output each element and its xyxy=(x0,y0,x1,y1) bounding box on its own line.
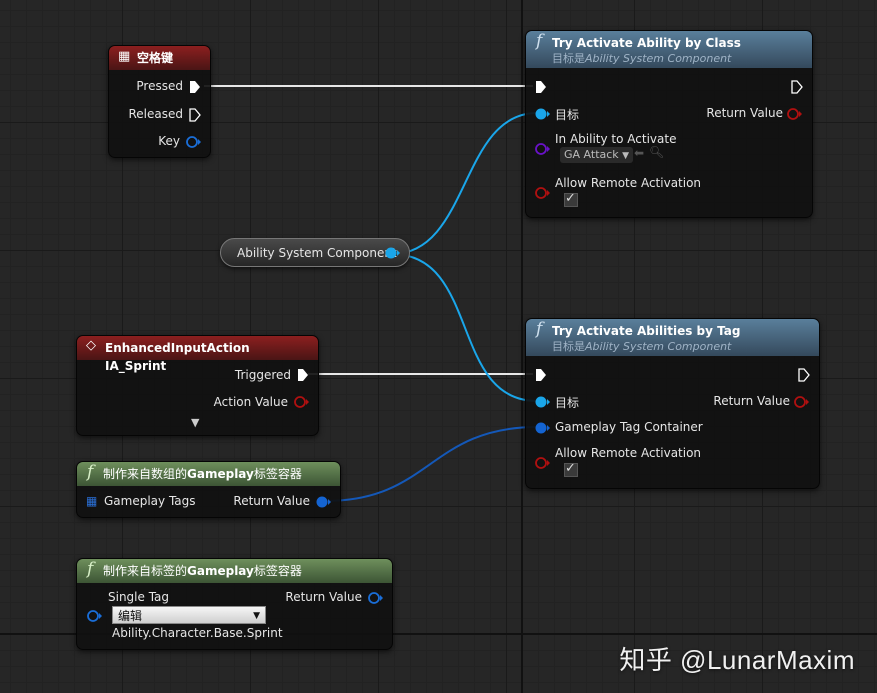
make-from-array-title-pre: 制作来自数组的 xyxy=(103,467,188,481)
ability-system-component-variable[interactable]: Ability System Component xyxy=(220,238,410,267)
tag-container-struct-pin[interactable] xyxy=(535,421,551,435)
enhanced-input-title: EnhancedInputAction IA_Sprint xyxy=(105,341,250,373)
browse-search-icon[interactable]: 🔍︎ xyxy=(649,145,665,159)
space-key-title: 空格键 xyxy=(137,51,174,65)
allow-remote-bool-pin[interactable] xyxy=(535,456,551,470)
object-wire-target-1 xyxy=(391,112,538,255)
target-label: 目标 xyxy=(555,108,580,122)
in-ability-label: In Ability to Activate xyxy=(555,132,677,146)
exec-out-pin[interactable] xyxy=(798,368,810,382)
make-tag-container-from-array-node[interactable]: f 制作来自数组的Gameplay标签容器 ▦ Gameplay Tags Re… xyxy=(76,461,341,518)
exec-in-pin[interactable] xyxy=(535,368,547,382)
space-key-header[interactable]: ▦ 空格键 xyxy=(109,46,210,70)
allow-remote-label: Allow Remote Activation xyxy=(555,176,702,190)
tag-container-label: Gameplay Tag Container xyxy=(555,420,703,434)
graph-origin-vertical xyxy=(521,0,523,693)
enhanced-input-action-node[interactable]: ◇ EnhancedInputAction IA_Sprint Triggere… xyxy=(76,335,319,436)
return-value-label: Return Value xyxy=(713,394,790,408)
single-tag-label: Single Tag xyxy=(108,590,170,604)
function-icon: f xyxy=(536,319,543,339)
enhanced-input-header[interactable]: ◇ EnhancedInputAction IA_Sprint xyxy=(77,336,318,373)
released-exec-pin[interactable] xyxy=(189,108,201,122)
function-icon: f xyxy=(87,462,94,482)
function-icon: f xyxy=(87,559,94,579)
make-from-tag-title-pre: 制作来自标签的 xyxy=(103,564,188,578)
asc-variable-label: Ability System Component xyxy=(237,246,397,260)
released-label: Released xyxy=(128,107,183,121)
return-value-label: Return Value xyxy=(233,494,310,508)
space-key-node[interactable]: ▦ 空格键 Pressed Released Key xyxy=(108,45,211,158)
function-icon: f xyxy=(536,31,543,51)
allow-remote-checkbox[interactable]: ✓ xyxy=(564,461,578,477)
action-value-label: Action Value xyxy=(213,395,288,409)
expand-chevron-icon[interactable]: ▼ xyxy=(191,416,200,429)
return-value-struct-pin[interactable] xyxy=(368,591,384,605)
checkmark-icon: ✓ xyxy=(565,461,576,476)
array-grid-icon[interactable]: ▦ xyxy=(86,494,98,508)
object-wire-target-2 xyxy=(391,253,538,402)
asc-object-pin[interactable] xyxy=(385,246,401,260)
ability-class-value: GA Attack xyxy=(564,148,619,161)
graph-origin-horizontal xyxy=(0,633,877,635)
pressed-exec-pin[interactable] xyxy=(189,80,201,94)
watermark: 知乎 @LunarMaxim xyxy=(619,645,855,675)
target-class: Ability System Component xyxy=(585,340,732,353)
triggered-exec-pin[interactable] xyxy=(297,368,309,382)
ability-class-dropdown[interactable]: GA Attack ▼ xyxy=(560,147,634,163)
chevron-down-icon: ▼ xyxy=(622,151,630,161)
try-activate-class-title: Try Activate Ability by Class xyxy=(552,36,741,50)
target-object-pin[interactable] xyxy=(535,107,551,121)
pressed-label: Pressed xyxy=(136,79,183,93)
keyboard-icon: ▦ xyxy=(118,49,131,64)
target-prefix: 目标是 xyxy=(552,52,585,65)
target-class: Ability System Component xyxy=(585,52,732,65)
try-activate-tag-title: Try Activate Abilities by Tag xyxy=(552,324,741,338)
in-ability-class-pin[interactable] xyxy=(535,142,551,156)
make-from-array-title-bold: Gameplay xyxy=(187,467,254,481)
make-from-tag-title-post: 标签容器 xyxy=(253,564,302,578)
target-label: 目标 xyxy=(555,396,580,410)
exec-out-pin[interactable] xyxy=(791,80,803,94)
tag-edit-dropdown[interactable]: 编辑 ▼ xyxy=(112,606,266,624)
allow-remote-bool-pin[interactable] xyxy=(535,186,551,200)
key-struct-pin[interactable] xyxy=(186,135,202,149)
allow-remote-checkbox[interactable]: ✓ xyxy=(564,191,578,207)
allow-remote-label: Allow Remote Activation xyxy=(555,446,702,460)
target-prefix: 目标是 xyxy=(552,340,585,353)
make-from-array-header[interactable]: f 制作来自数组的Gameplay标签容器 xyxy=(77,462,340,486)
exec-in-pin[interactable] xyxy=(535,80,547,94)
return-value-bool-pin[interactable] xyxy=(794,395,810,409)
return-value-struct-pin[interactable] xyxy=(316,495,332,509)
key-label: Key xyxy=(158,134,180,148)
input-action-icon: ◇ xyxy=(86,338,96,353)
single-tag-struct-pin[interactable] xyxy=(87,609,103,623)
tag-edit-value: 编辑 xyxy=(118,609,143,623)
make-from-tag-title-bold: Gameplay xyxy=(187,564,254,578)
tag-value-label: Ability.Character.Base.Sprint xyxy=(112,626,283,640)
try-activate-ability-by-class-node[interactable]: f Try Activate Ability by Class 目标是Abili… xyxy=(525,30,813,218)
gameplay-tags-label: Gameplay Tags xyxy=(104,494,196,508)
return-value-label: Return Value xyxy=(285,590,362,604)
chevron-down-icon: ▼ xyxy=(253,611,260,621)
make-tag-container-from-tag-node[interactable]: f 制作来自标签的Gameplay标签容器 Single Tag Return … xyxy=(76,558,393,650)
try-activate-abilities-by-tag-node[interactable]: f Try Activate Abilities by Tag 目标是Abili… xyxy=(525,318,820,489)
target-object-pin[interactable] xyxy=(535,395,551,409)
checkmark-icon: ✓ xyxy=(565,191,576,206)
try-activate-class-header[interactable]: f Try Activate Ability by Class 目标是Abili… xyxy=(526,31,812,68)
make-from-tag-header[interactable]: f 制作来自标签的Gameplay标签容器 xyxy=(77,559,392,583)
try-activate-tag-header[interactable]: f Try Activate Abilities by Tag 目标是Abili… xyxy=(526,319,819,356)
use-selected-arrow-icon[interactable]: ⬅ xyxy=(634,146,645,160)
make-from-array-title-post: 标签容器 xyxy=(253,467,302,481)
triggered-label: Triggered xyxy=(234,368,291,382)
return-value-bool-pin[interactable] xyxy=(787,107,803,121)
struct-wire-tag-container xyxy=(325,426,538,502)
action-value-bool-pin[interactable] xyxy=(294,395,310,409)
return-value-label: Return Value xyxy=(706,106,783,120)
